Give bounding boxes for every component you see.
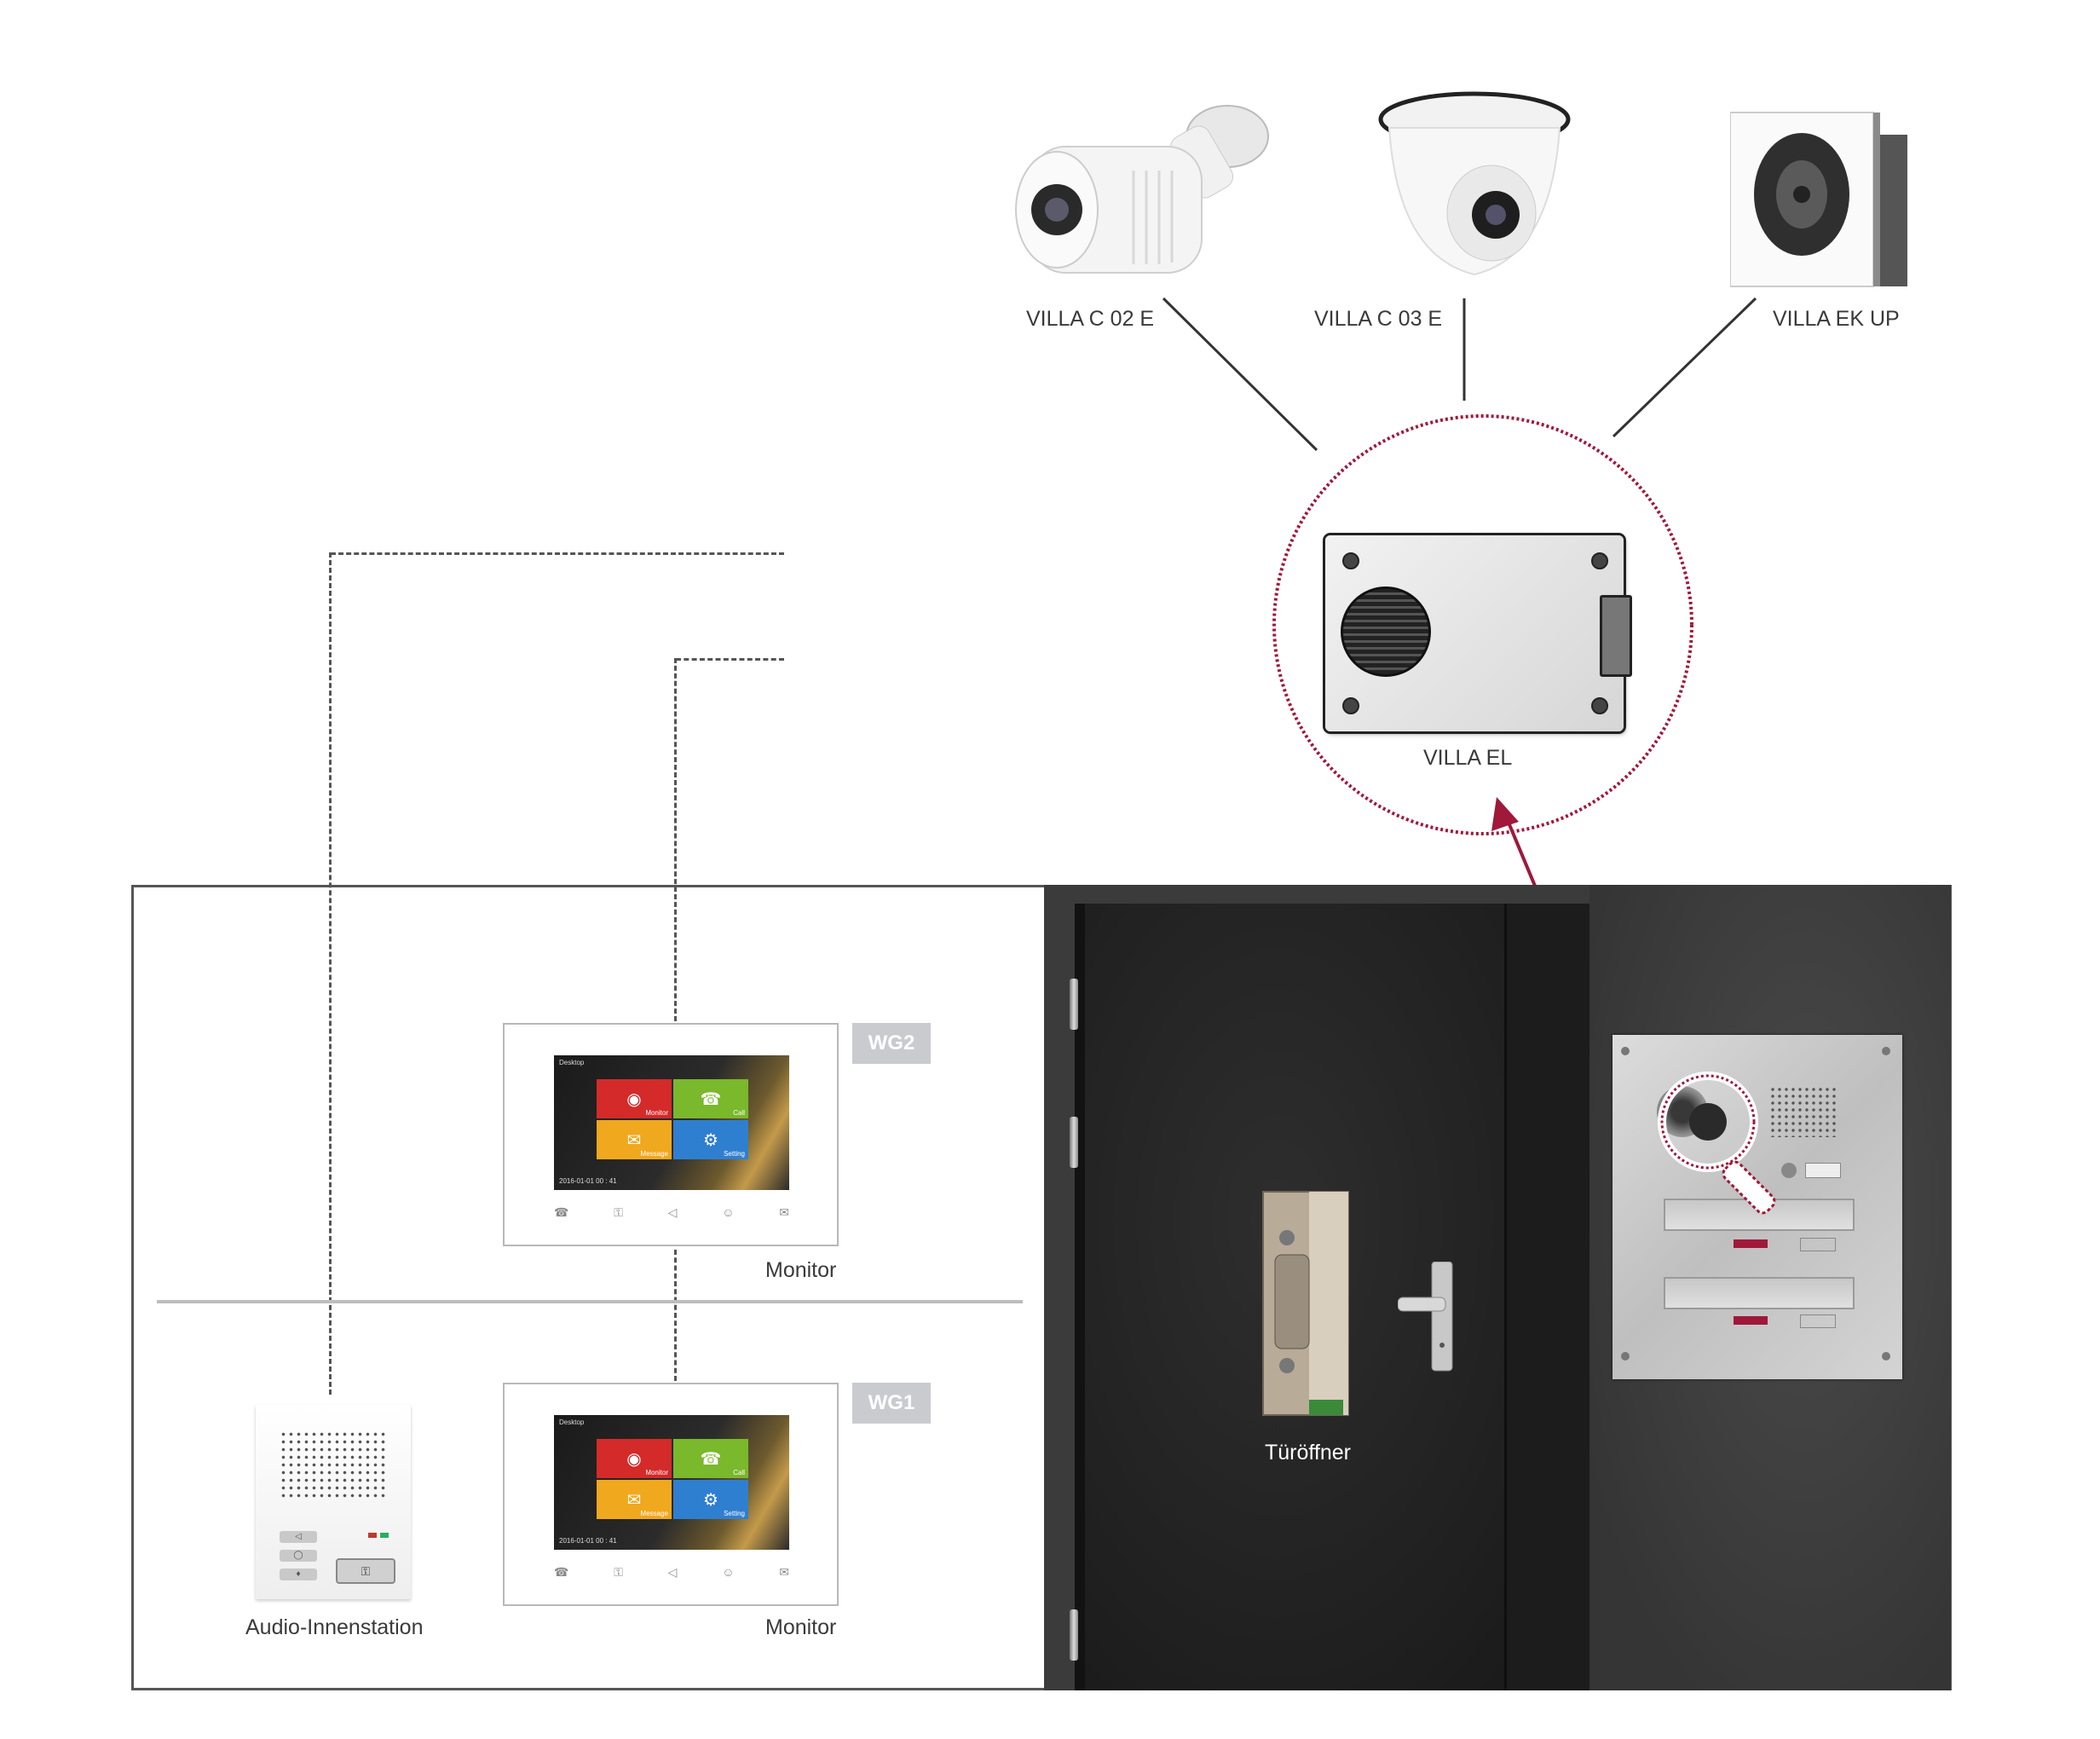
wire-monitor-vertical-bottom [674, 1250, 677, 1381]
tile-call: ☎Call [673, 1079, 748, 1118]
line-flush-to-el [1612, 297, 1757, 438]
led-red-icon [368, 1533, 377, 1538]
zoom-arrow-head [1491, 797, 1519, 831]
name-label-icon [1800, 1314, 1836, 1328]
nameplate-red-icon [1734, 1239, 1768, 1248]
monitor-wg2: Desktop ◉Monitor ☎Call ✉Message ⚙Setting… [503, 1023, 839, 1246]
key-icon: ⚿ [614, 1205, 623, 1219]
tile-message: ✉Message [597, 1480, 672, 1519]
label-cam-dome: VILLA C 03 E [1314, 307, 1443, 331]
speaker-icon [1341, 586, 1431, 677]
door-frame [1504, 904, 1592, 1690]
tile-call: ☎Call [673, 1439, 748, 1478]
camera-dome-icon [1378, 91, 1571, 276]
tile-monitor: ◉Monitor [597, 1439, 672, 1478]
user-icon: ☺ [722, 1565, 735, 1579]
unit-badge-wg2: WG2 [852, 1023, 931, 1064]
monitor-wg1: Desktop ◉Monitor ☎Call ✉Message ⚙Setting… [503, 1383, 839, 1606]
mailbox-slot-2 [1664, 1277, 1855, 1309]
mail-icon: ✉ [779, 1565, 789, 1579]
mail-icon: ✉ [779, 1205, 789, 1219]
label-cam-flush: VILLA EK UP [1773, 307, 1900, 331]
tile-setting: ⚙Setting [673, 1120, 748, 1159]
screw-icon [1342, 552, 1359, 569]
monitor-screen: Desktop ◉Monitor ☎Call ✉Message ⚙Setting… [554, 1055, 789, 1190]
screw-icon [1591, 697, 1608, 714]
wire-monitor-vertical-top [674, 658, 677, 1021]
monitor-buttons: ☎ ⚿ ◁ ☺ ✉ [554, 1565, 789, 1580]
bell-button-icon [1781, 1163, 1797, 1178]
screw-icon [1882, 1352, 1890, 1361]
screw-icon [1621, 1047, 1630, 1055]
monitor-screen: Desktop ◉Monitor ☎Call ✉Message ⚙Setting… [554, 1415, 789, 1550]
line-bullet-to-el [1162, 297, 1318, 452]
speaker-icon: ◁ [667, 1565, 678, 1579]
light-button-icon: ◯ [280, 1550, 317, 1562]
screw-icon [1591, 552, 1608, 569]
volume-button-icon: ◁ [280, 1531, 317, 1543]
audio-indoor-station: ◁ ◯ ♦ ⚿ [256, 1405, 411, 1599]
door-handle-icon [1398, 1262, 1453, 1372]
name-label-icon [1800, 1238, 1836, 1251]
monitor-buttons: ☎ ⚿ ◁ ☺ ✉ [554, 1205, 789, 1220]
label-monitor-bottom: Monitor [765, 1615, 837, 1639]
bell-button-icon: ♦ [280, 1569, 317, 1580]
label-audio-station: Audio-Innenstation [245, 1615, 424, 1639]
label-villa-el: VILLA EL [1423, 746, 1513, 770]
label-cam-bullet: VILLA C 02 E [1026, 307, 1155, 331]
wire-audio-vertical [329, 552, 332, 1395]
phone-icon: ☎ [554, 1205, 569, 1219]
label-monitor-top: Monitor [765, 1258, 837, 1282]
camera-flush-icon [1730, 112, 1907, 287]
hinge-icon [1070, 1609, 1078, 1661]
villa-el-module [1325, 535, 1632, 731]
label-door-opener: Türöffner [1265, 1441, 1351, 1465]
door-opener-icon [1262, 1191, 1349, 1416]
phone-icon: ☎ [554, 1565, 569, 1579]
camera-bullet-icon [1015, 105, 1269, 274]
connector-port-icon [1600, 595, 1632, 677]
screw-icon [1882, 1047, 1890, 1055]
key-icon: ⚿ [614, 1565, 623, 1579]
nameplate-red-icon [1734, 1316, 1768, 1325]
unit-badge-wg1: WG1 [852, 1383, 931, 1424]
hinge-icon [1070, 979, 1078, 1030]
magnifier-icon [1658, 1072, 1776, 1215]
zoom-circle [1272, 414, 1693, 835]
name-label-icon [1805, 1163, 1841, 1178]
tile-message: ✉Message [597, 1120, 672, 1159]
speaker-icon: ◁ [667, 1205, 678, 1219]
speaker-grille-icon [1769, 1086, 1838, 1137]
floor-divider [157, 1300, 1023, 1303]
tile-setting: ⚙Setting [673, 1480, 748, 1519]
wire-audio-horizontal [331, 552, 784, 555]
speaker-grille-icon [280, 1430, 387, 1499]
user-icon: ☺ [722, 1205, 735, 1219]
hinge-icon [1070, 1117, 1078, 1168]
screw-icon [1342, 697, 1359, 714]
screw-icon [1621, 1352, 1630, 1361]
tile-monitor: ◉Monitor [597, 1079, 672, 1118]
led-green-icon [380, 1533, 389, 1538]
door-key-button-icon: ⚿ [336, 1558, 395, 1584]
wire-monitor-horizontal [676, 658, 784, 661]
